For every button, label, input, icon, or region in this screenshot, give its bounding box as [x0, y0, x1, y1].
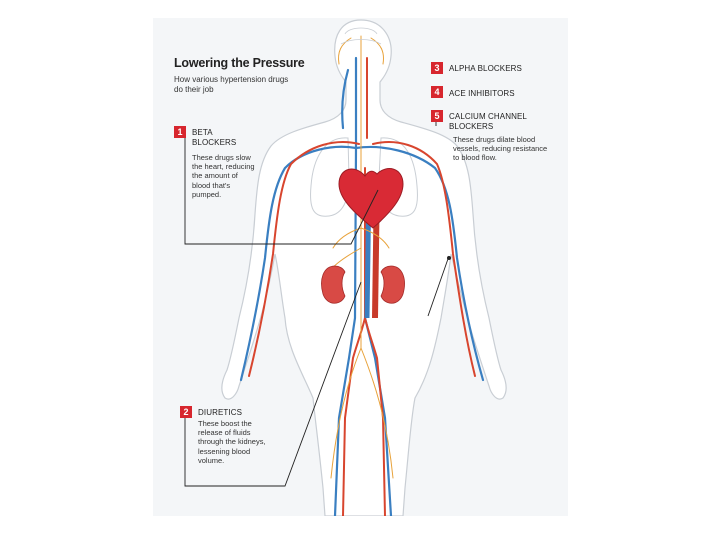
callout-number-3: 3 [431, 62, 443, 74]
callout-text-calcium-channel-blockers: These drugs dilate blood vessels, reduci… [453, 135, 548, 163]
callout-text-beta-blockers: These drugs slow the heart, reducing the… [192, 153, 255, 199]
callout-number-4: 4 [431, 86, 443, 98]
callout-label-beta-blockers: BETA BLOCKERS [192, 128, 237, 147]
kidney-right [380, 265, 405, 304]
body-illustration [184, 19, 507, 516]
callout-label-calcium-channel-blockers: CALCIUM CHANNEL BLOCKERS [449, 112, 527, 131]
heart [338, 168, 404, 229]
leader-end-dot [447, 256, 451, 260]
kidney-left [321, 265, 346, 304]
callout-label-diuretics: DIURETICS [198, 408, 243, 417]
callout-number-1: 1 [174, 126, 186, 138]
callout-text-diuretics: These boost the release of fluids throug… [198, 419, 266, 465]
callout-number-5: 5 [431, 110, 443, 122]
callout-label-ace-inhibitors: ACE INHIBITORS [449, 89, 515, 98]
infographic-panel: Lowering the Pressure How various hypert… [153, 18, 568, 516]
veins [239, 56, 485, 516]
arteries [248, 57, 476, 516]
page-subtitle: How various hypertension drugs do their … [174, 75, 289, 94]
page-title: Lowering the Pressure [174, 56, 305, 70]
leader-lines [184, 116, 450, 487]
callout-number-2: 2 [180, 406, 192, 418]
callout-label-alpha-blockers: ALPHA BLOCKERS [449, 64, 522, 73]
brain [340, 27, 382, 45]
